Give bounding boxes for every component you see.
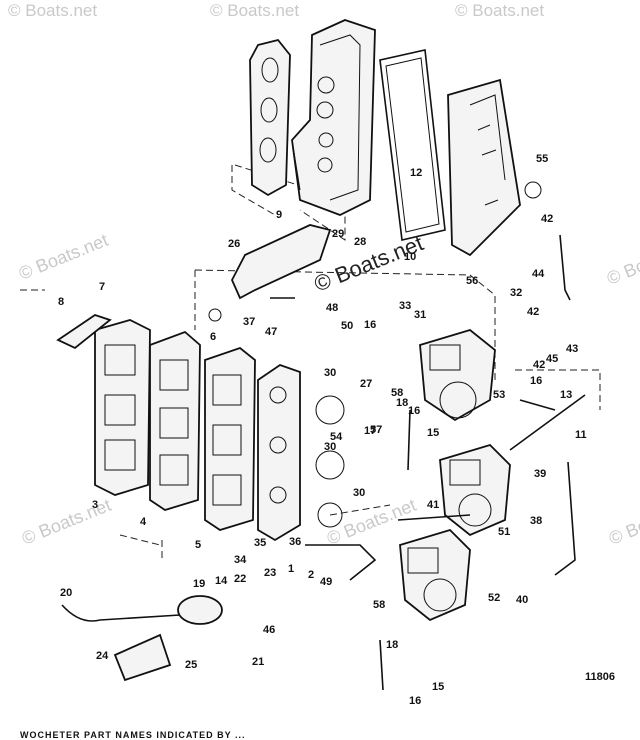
dashed-guides xyxy=(20,164,601,560)
callout-label: 38 xyxy=(530,515,542,527)
watermark-main: © Boats.net xyxy=(311,230,427,296)
figure-code: 11806 xyxy=(585,671,615,683)
callout-label: 16 xyxy=(408,405,420,417)
watermark: © Boats.net xyxy=(8,1,97,20)
callout-label: 42 xyxy=(533,359,545,371)
callout-label: 54 xyxy=(330,431,343,443)
callout-label: 16 xyxy=(364,319,376,331)
watermark: © Boats.net xyxy=(606,495,640,549)
callout-label: 35 xyxy=(254,537,266,549)
callout-label: 40 xyxy=(516,594,528,606)
callout-label: 21 xyxy=(252,656,264,668)
callout-label: 42 xyxy=(541,213,553,225)
gasket-plate-4 xyxy=(149,330,201,511)
callout-label: 1 xyxy=(288,563,294,575)
callout-label: 15 xyxy=(432,681,444,693)
callout-label: 20 xyxy=(60,587,72,599)
callout-label: 24 xyxy=(96,650,109,662)
callout-label: 58 xyxy=(373,599,385,611)
silencer-cover xyxy=(447,78,521,257)
reed-block xyxy=(257,364,301,542)
callout-label: 19 xyxy=(193,578,205,590)
callout-label: 13 xyxy=(560,389,572,401)
callout-label: 55 xyxy=(536,153,548,165)
callout-label: 30 xyxy=(353,487,365,499)
callout-label: 58 xyxy=(391,387,403,399)
callout-label: 30 xyxy=(324,367,336,379)
callout-label: 47 xyxy=(265,326,277,338)
rods-and-hoses xyxy=(208,181,586,691)
watermark: © Boats.net xyxy=(324,495,419,549)
callout-label: 17 xyxy=(364,425,376,437)
callout-label: 5 xyxy=(195,539,201,551)
carburetor-bottom xyxy=(399,528,471,622)
callout-label: 46 xyxy=(263,624,275,636)
callout-label: 32 xyxy=(510,287,522,299)
callout-label: 14 xyxy=(215,575,228,587)
callout-label: 28 xyxy=(354,236,366,248)
callout-label: 52 xyxy=(488,592,500,604)
callout-label: 49 xyxy=(320,576,332,588)
footer-caption: WOCHETER PART NAMES INDICATED BY ... xyxy=(20,730,246,740)
callout-label: 43 xyxy=(566,343,578,355)
callout-label: 50 xyxy=(341,320,353,332)
clip-part xyxy=(56,314,112,350)
callout-label: 18 xyxy=(396,397,408,409)
callout-labels: 1 2 3 4 5 6 7 8 9 10 11 12 13 14 15 15 1… xyxy=(58,153,587,707)
callout-label: 34 xyxy=(234,554,247,566)
callout-label: 56 xyxy=(466,275,478,287)
callout-label: 10 xyxy=(404,251,416,263)
callout-label: 16 xyxy=(530,375,542,387)
callout-label: 7 xyxy=(99,281,105,293)
callout-label: 29 xyxy=(332,228,344,240)
callout-label: 44 xyxy=(532,268,545,280)
watermark: © Boats.net xyxy=(19,495,114,549)
manifold-gasket xyxy=(249,38,291,197)
callout-label: 33 xyxy=(399,300,411,312)
cover-gasket xyxy=(379,49,446,241)
callout-label: 8 xyxy=(58,296,64,308)
callout-label: 36 xyxy=(289,536,301,548)
callout-label: 37 xyxy=(243,316,255,328)
callout-label: 30 xyxy=(324,441,336,453)
callout-label: 25 xyxy=(185,659,197,671)
callout-label: 18 xyxy=(386,639,398,651)
carburetor-middle xyxy=(439,443,511,537)
callout-label: 48 xyxy=(326,302,338,314)
callout-label: 53 xyxy=(493,389,505,401)
watermark: © Boats.net xyxy=(210,1,299,20)
watermark: © Boats.net xyxy=(455,1,544,20)
callout-label: 39 xyxy=(534,468,546,480)
callout-label: 31 xyxy=(414,309,426,321)
gasket-plate-5 xyxy=(204,346,256,531)
callout-label: 4 xyxy=(140,516,147,528)
carburetor-top xyxy=(419,329,496,422)
callout-label: 2 xyxy=(308,569,314,581)
watermark: © Boats.net xyxy=(16,230,111,284)
callout-label: 15 xyxy=(427,427,439,439)
callout-label: 11 xyxy=(575,429,587,441)
callout-label: 9 xyxy=(276,209,282,221)
intake-manifold xyxy=(291,19,376,216)
callout-label: 27 xyxy=(360,378,372,390)
callout-label: 22 xyxy=(234,573,246,585)
callout-label: 3 xyxy=(92,499,98,511)
callout-label: 6 xyxy=(210,331,216,343)
callout-label: 45 xyxy=(546,353,558,365)
callout-label: 23 xyxy=(264,567,276,579)
bracket-arm xyxy=(231,224,332,300)
callout-label: 41 xyxy=(427,499,439,511)
solenoid xyxy=(61,595,223,682)
callout-label: 51 xyxy=(498,526,510,538)
callout-label: 42 xyxy=(527,306,539,318)
callout-label: 12 xyxy=(410,167,422,179)
callout-label: 26 xyxy=(228,238,240,250)
watermark: © Boats.net xyxy=(604,235,640,289)
gasket-plate-3 xyxy=(94,319,151,496)
callout-label: 57 xyxy=(370,424,382,436)
callout-label: 16 xyxy=(409,695,421,707)
